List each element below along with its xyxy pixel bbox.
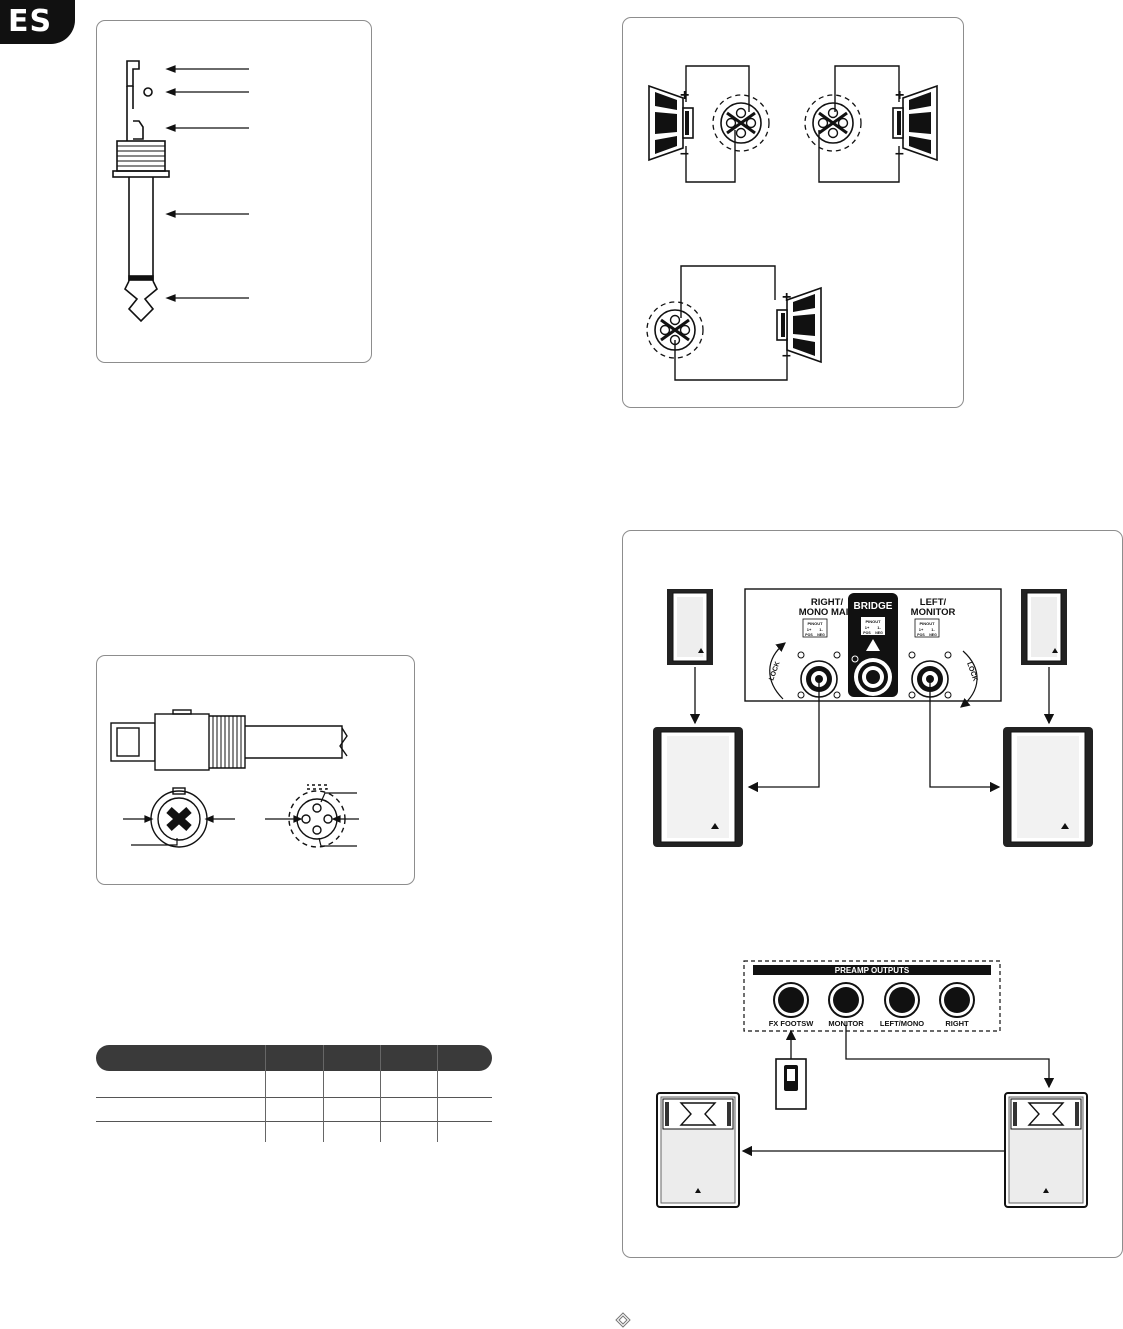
output-label-right: RIGHT bbox=[945, 1019, 969, 1028]
svg-text:POS: POS bbox=[863, 631, 871, 635]
right-jack-icon bbox=[939, 982, 975, 1018]
output-label-fx-footsw: FX FOOTSW bbox=[769, 1019, 815, 1028]
table-row-divider-2 bbox=[96, 1121, 492, 1122]
table-col-divider-3 bbox=[380, 1045, 381, 1142]
speaker-cabinet-icon bbox=[652, 726, 744, 848]
jack-plug-diagram bbox=[112, 60, 249, 323]
table-header bbox=[96, 1045, 492, 1071]
preamp-outputs-label: PREAMP OUTPUTS bbox=[835, 966, 910, 975]
svg-text:1-: 1- bbox=[819, 627, 823, 632]
svg-text:1-: 1- bbox=[931, 627, 935, 632]
speakon-callouts bbox=[123, 792, 359, 847]
svg-text:1+: 1+ bbox=[865, 625, 870, 630]
table-row-divider-1 bbox=[96, 1097, 492, 1098]
svg-text:1+: 1+ bbox=[919, 627, 924, 632]
plus-label-1: + bbox=[680, 87, 689, 104]
minus-label-2: – bbox=[895, 145, 904, 162]
table-col-divider-2 bbox=[323, 1045, 324, 1142]
footswitch-icon bbox=[775, 1058, 807, 1110]
table-col-divider-4 bbox=[437, 1045, 438, 1142]
minus-label-1: – bbox=[680, 145, 689, 162]
minus-label-3: – bbox=[782, 347, 791, 364]
callout-arrows bbox=[165, 65, 249, 302]
output-label-monitor: MONITOR bbox=[828, 1019, 864, 1028]
speaker-wiring-diagram: + – + – + – bbox=[645, 65, 938, 381]
speaker-cabinet-icon bbox=[1002, 726, 1094, 848]
bridge-label: BRIDGE bbox=[854, 601, 893, 612]
speaker-wiring-panel: + – + – + – bbox=[622, 17, 964, 408]
speakon-socket-icon bbox=[711, 93, 771, 153]
svg-text:PINOUT: PINOUT bbox=[807, 621, 823, 626]
output-label-left-mono: LEFT/MONO bbox=[880, 1019, 924, 1028]
right-mono-main-label-2: MONO MAIN bbox=[799, 607, 856, 618]
speakon-socket-icon bbox=[803, 93, 863, 153]
left-monitor-label-2: MONITOR bbox=[911, 607, 956, 618]
language-tab: ES bbox=[0, 0, 75, 44]
plus-label-3: + bbox=[782, 289, 791, 306]
right-mono-main-label: RIGHT/ bbox=[811, 597, 844, 608]
table-col-divider-1 bbox=[265, 1045, 266, 1142]
svg-text:1-: 1- bbox=[877, 625, 881, 630]
monitor-speaker-icon bbox=[1004, 1092, 1088, 1208]
connection-diagram-panel: RIGHT/ MONO MAIN LEFT/ MONITOR PINOUT 1+… bbox=[622, 530, 1123, 1258]
svg-text:POS: POS bbox=[805, 633, 813, 637]
svg-text:NEG: NEG bbox=[875, 631, 883, 635]
svg-text:NEG: NEG bbox=[929, 633, 937, 637]
svg-text:PINOUT: PINOUT bbox=[865, 619, 881, 624]
screw-icons bbox=[797, 651, 952, 699]
speakon-diagram-panel bbox=[96, 655, 415, 885]
speaker-cabinet-icon bbox=[1020, 588, 1068, 666]
pinout-box-right: PINOUT 1+ 1- POS NEG bbox=[802, 618, 828, 638]
svg-text:POS: POS bbox=[917, 633, 925, 637]
jack-plug-diagram-panel bbox=[96, 20, 372, 363]
lock-arrow-icon bbox=[960, 650, 978, 708]
svg-text:NEG: NEG bbox=[817, 633, 825, 637]
connection-diagram: RIGHT/ MONO MAIN LEFT/ MONITOR PINOUT 1+… bbox=[652, 588, 1094, 1208]
svg-text:PINOUT: PINOUT bbox=[919, 621, 935, 626]
lock-arrow-icon bbox=[769, 642, 786, 700]
svg-text:1+: 1+ bbox=[807, 627, 812, 632]
left-mono-jack-icon bbox=[884, 982, 920, 1018]
speaker-cabinet-icon bbox=[666, 588, 714, 666]
speakon-diagram bbox=[110, 709, 359, 848]
plus-label-2: + bbox=[895, 87, 904, 104]
fx-footsw-jack-icon bbox=[773, 982, 809, 1018]
pinout-box-left: PINOUT 1+ 1- POS NEG bbox=[914, 618, 940, 638]
monitor-speaker-icon bbox=[656, 1092, 740, 1208]
left-monitor-label: LEFT/ bbox=[920, 597, 947, 608]
footer-logo-icon bbox=[615, 1312, 631, 1328]
warning-icon bbox=[866, 639, 880, 651]
monitor-jack-icon bbox=[828, 982, 864, 1018]
